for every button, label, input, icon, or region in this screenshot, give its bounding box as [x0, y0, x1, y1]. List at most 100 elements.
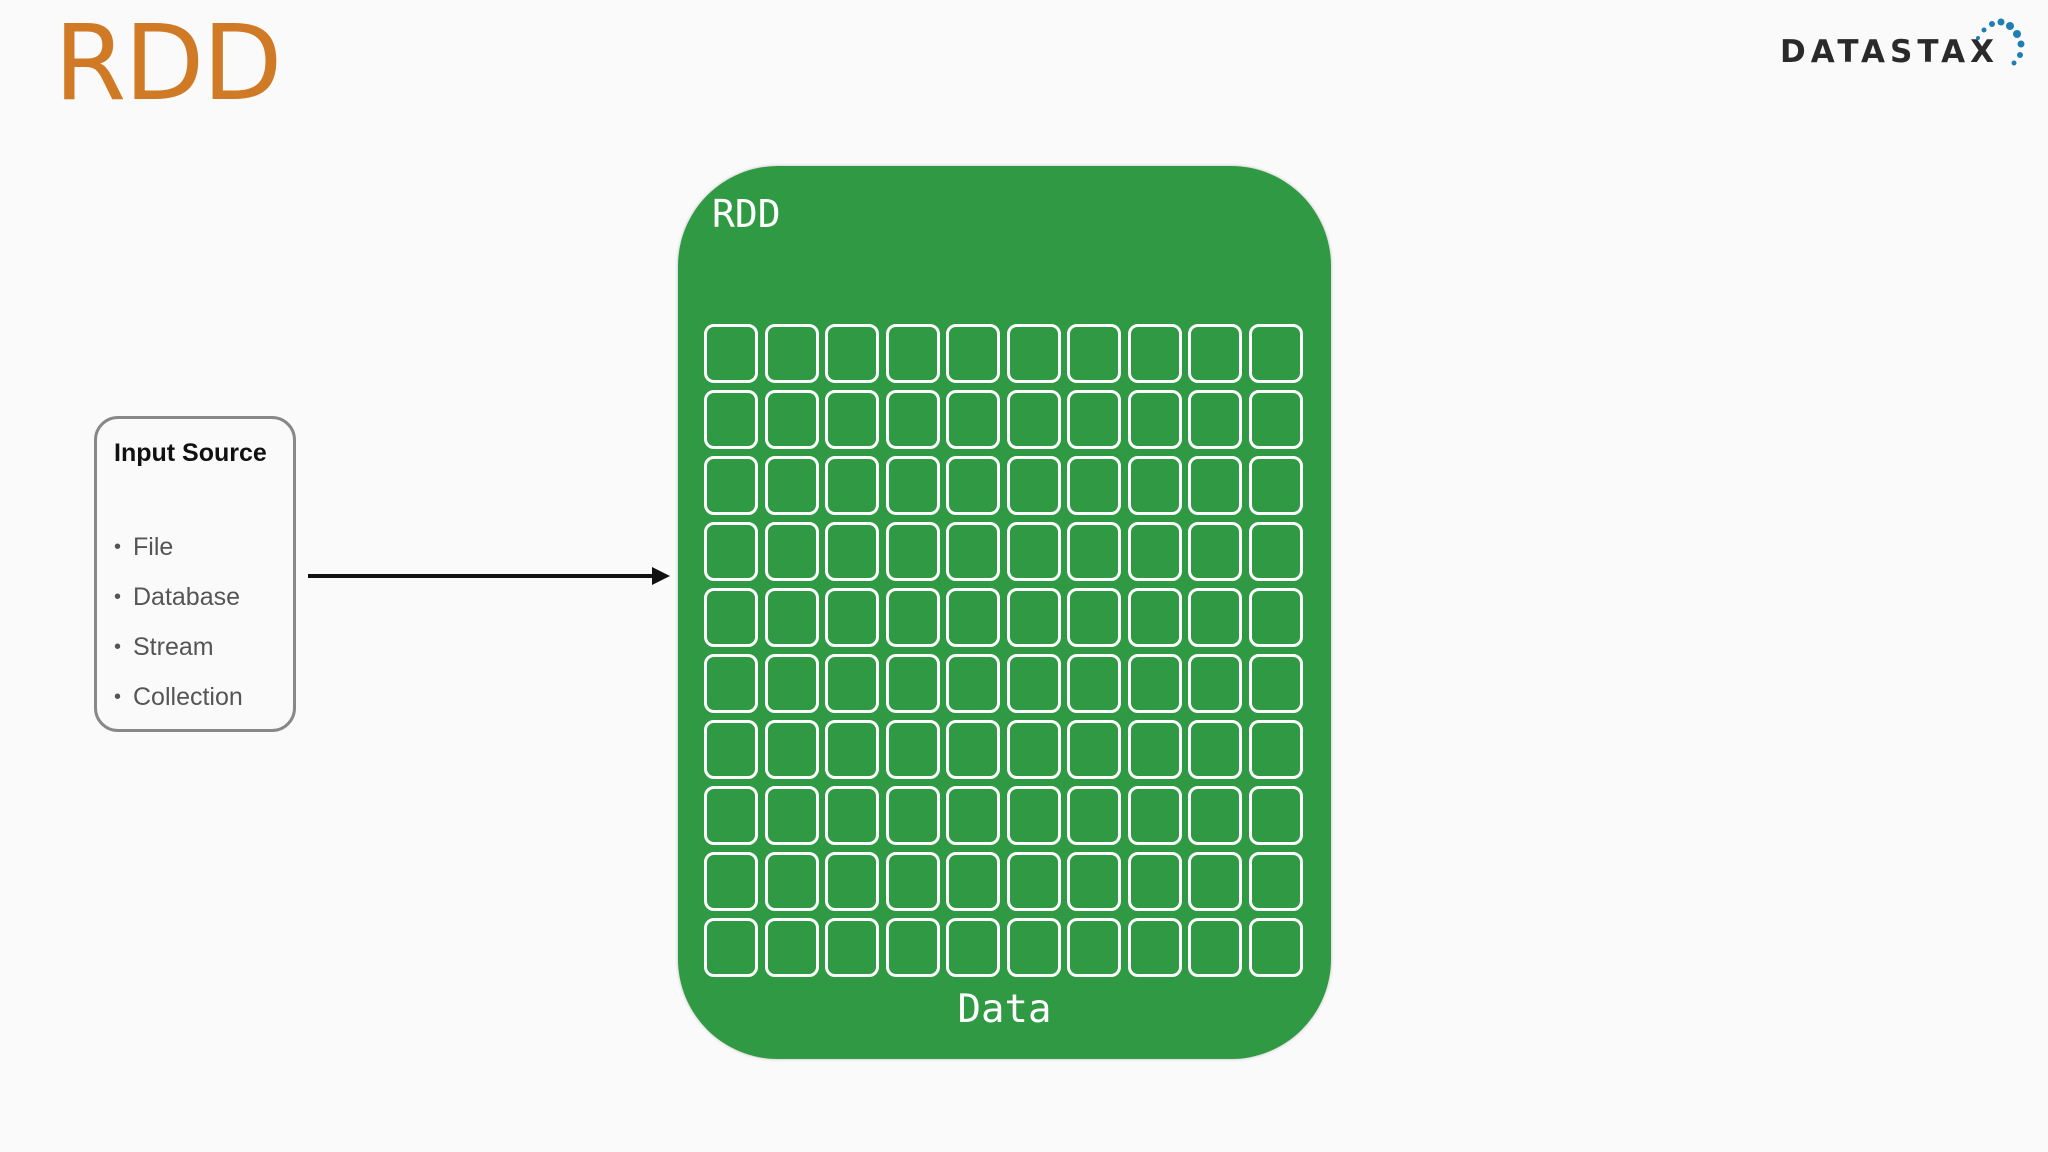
partition-cell [1067, 390, 1121, 449]
partition-cell [704, 720, 758, 779]
flow-arrow [308, 567, 670, 585]
partition-cell [1067, 324, 1121, 383]
logo-dots-icon [1976, 18, 2025, 66]
partition-cell [1188, 852, 1242, 911]
partition-cell [1248, 786, 1303, 845]
bullet-icon: • [114, 536, 122, 558]
logo-text: DATASTAX [1780, 34, 2000, 70]
partition-cell [825, 786, 879, 845]
partition-cell [885, 720, 940, 779]
partition-cell [1188, 720, 1242, 779]
rdd-label: RDD [712, 192, 781, 236]
partition-cell [1248, 324, 1303, 383]
partition-cell [1127, 654, 1182, 713]
partition-cell [1188, 522, 1242, 581]
partition-cell [704, 654, 758, 713]
input-source-item-label: Collection [133, 683, 243, 711]
partition-cell [1248, 390, 1303, 449]
partition-cell [946, 456, 1000, 515]
partition-cell [1067, 654, 1121, 713]
partition-cell [946, 786, 1000, 845]
partition-cell [1188, 456, 1242, 515]
partition-cell [1248, 918, 1303, 977]
partition-cell [1006, 720, 1061, 779]
rdd-container: RDD Data [678, 166, 1331, 1059]
partition-cell [1006, 324, 1061, 383]
partition-cell [1127, 918, 1182, 977]
input-source-item: • Stream [97, 632, 293, 682]
input-source-item: • File [97, 532, 293, 582]
partition-cell [704, 588, 758, 647]
partition-cell [1127, 324, 1182, 383]
partition-cell [704, 918, 758, 977]
partition-cell [1188, 654, 1242, 713]
partition-cell [885, 786, 940, 845]
partition-cell [1067, 786, 1121, 845]
partition-cell [825, 456, 879, 515]
partition-cell [704, 852, 758, 911]
partition-cell [1127, 390, 1182, 449]
partition-cell [1127, 852, 1182, 911]
partition-cell [1006, 852, 1061, 911]
partition-cell [825, 654, 879, 713]
partition-cell [1067, 918, 1121, 977]
partition-cell [764, 324, 819, 383]
input-source-item-label: Database [133, 583, 241, 611]
partition-cell [946, 588, 1000, 647]
data-label: Data [957, 987, 1052, 1032]
bullet-icon: • [114, 686, 122, 708]
partition-cell [704, 456, 758, 515]
input-source-title: Input Source [114, 439, 267, 467]
partition-cell [825, 324, 879, 383]
partition-cell [704, 390, 758, 449]
partition-cell [764, 720, 819, 779]
partition-cell [764, 654, 819, 713]
partition-cell [1006, 522, 1061, 581]
partition-cell [946, 654, 1000, 713]
partition-cell [885, 390, 940, 449]
partition-cell [946, 852, 1000, 911]
partition-cell [1188, 918, 1242, 977]
partition-cell [1248, 852, 1303, 911]
partition-cell [885, 456, 940, 515]
partition-cell [1248, 456, 1303, 515]
partition-cell [1067, 852, 1121, 911]
partition-cell [1127, 456, 1182, 515]
partition-cell [946, 522, 1000, 581]
partition-cell [1006, 390, 1061, 449]
partition-cell [1067, 522, 1121, 581]
partition-cell [825, 720, 879, 779]
partition-cell [1127, 786, 1182, 845]
partition-cell [946, 720, 1000, 779]
partition-cell [825, 918, 879, 977]
partition-cell [1006, 456, 1061, 515]
partition-cell [946, 390, 1000, 449]
datastax-logo: DATASTAX [1778, 14, 2038, 80]
partition-cell [1248, 720, 1303, 779]
partition-cell [1067, 588, 1121, 647]
partition-cell [885, 918, 940, 977]
partition-cell [1127, 588, 1182, 647]
partition-cell [1188, 786, 1242, 845]
partition-cell [764, 456, 819, 515]
input-source-item: • Collection [97, 682, 293, 732]
partition-cell [1067, 456, 1121, 515]
slide-title: RDD [54, 2, 282, 124]
partition-cell [704, 786, 758, 845]
partition-cell [704, 324, 758, 383]
partition-cell [1248, 588, 1303, 647]
partition-cell [1248, 522, 1303, 581]
partition-cell [885, 852, 940, 911]
partition-cell [825, 390, 879, 449]
partition-cell [885, 324, 940, 383]
bullet-icon: • [114, 636, 122, 658]
partition-cell [764, 918, 819, 977]
input-source-box: Input Source • File • Database • Stream … [94, 416, 296, 732]
partition-cell [1006, 918, 1061, 977]
input-source-item-label: File [133, 533, 174, 561]
partition-cell [764, 852, 819, 911]
partition-cell [825, 522, 879, 581]
partition-cell [946, 918, 1000, 977]
input-source-item: • Database [97, 582, 293, 632]
partition-cell [825, 852, 879, 911]
